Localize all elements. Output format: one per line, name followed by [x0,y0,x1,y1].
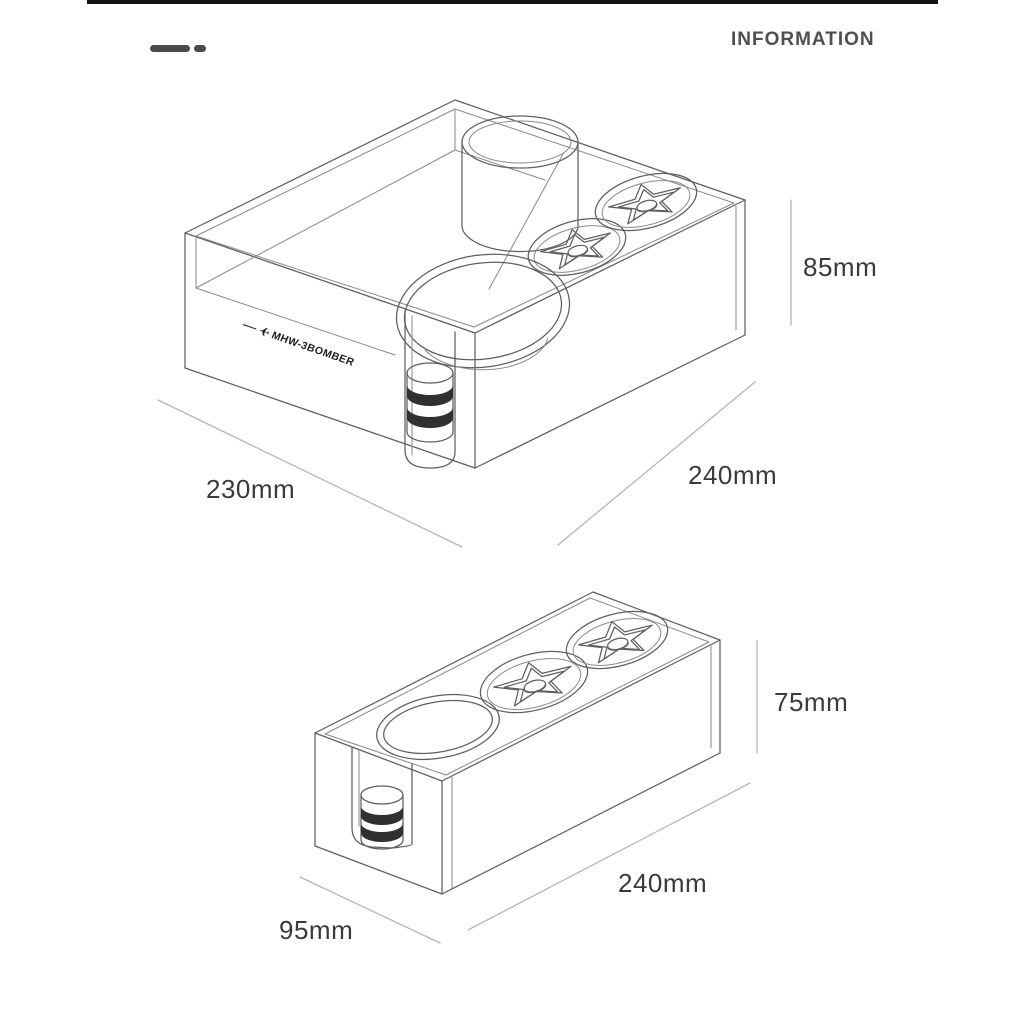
box-bottom-right-edge [474,334,746,469]
dim-line-240mm [557,381,756,546]
stand-drawing [299,591,758,944]
dim-label-height-fig1: 85mm [803,252,878,282]
dim-line-95mm [299,876,441,944]
box-top-inner-rim [195,108,735,328]
top-divider-bar [87,0,938,4]
support-knob [360,785,404,850]
knock-cylinder [461,115,579,253]
support-knob [406,362,454,443]
page-title: INFORMATION [731,29,875,50]
dim-line-240mm [467,782,751,931]
logo-dashes [150,45,206,52]
tamper-recess [522,209,632,285]
dimension-lines-figure1 [157,199,792,548]
bar-bottom-left-edge [314,845,443,895]
bar-top-inner-rim [324,597,710,776]
dim-label-width-fig1: 230mm [206,474,296,504]
logo-dash-long [150,45,190,52]
dim-line-230mm [157,399,463,548]
contrail-line [242,323,257,330]
bar-top-outer [314,591,721,782]
channel-slot [351,746,413,849]
portafilter-ring [376,694,500,760]
dimension-lines-figure2 [299,640,758,944]
box-top-outer [184,99,746,334]
station-drawing [157,99,792,548]
tamper-recess [560,601,674,678]
dim-label-depth-fig2: 240mm [618,868,708,898]
logo-dash-short [194,45,206,52]
airplane-icon: ✈ [256,323,273,341]
dim-label-width-fig2: 95mm [279,915,354,945]
star-insert [490,652,577,709]
dim-label-height-fig2: 75mm [774,687,849,717]
tamper-recess [474,641,595,724]
portafilter-ring [395,253,571,371]
box-bottom-left-edge [184,367,476,469]
channel-slot [404,310,456,469]
tamper-recess [589,163,703,240]
dim-label-depth-fig1: 240mm [688,460,778,490]
bar-bottom-right-edge [441,752,721,895]
